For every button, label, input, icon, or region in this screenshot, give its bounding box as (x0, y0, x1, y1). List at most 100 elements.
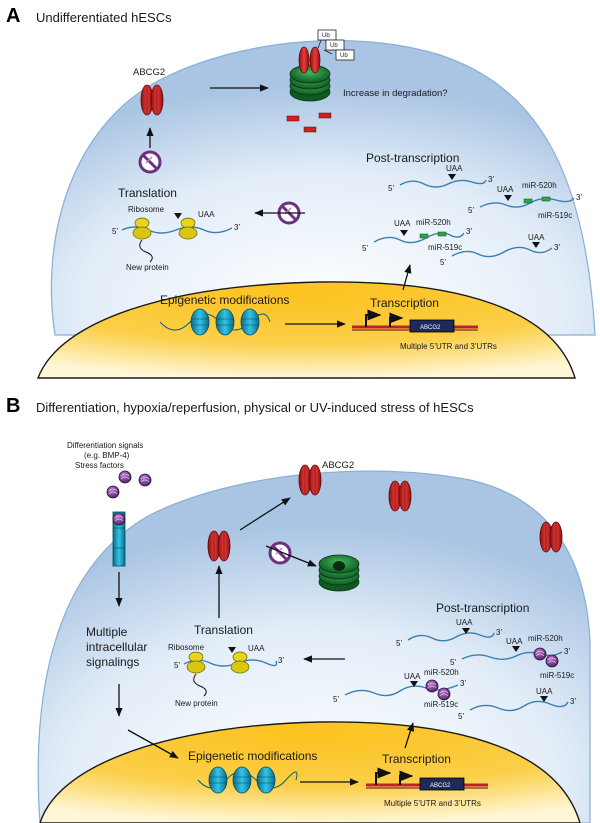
five-prime-a3: 5’ (362, 244, 368, 253)
stop-codon-a2 (504, 195, 512, 201)
ub-label-1: Ub (322, 33, 330, 39)
nascent-peptide-b (193, 673, 207, 697)
mirna-complex-b3-2 (437, 687, 451, 701)
mir519c-b2: miR-519c (540, 671, 574, 680)
inhibited-degradation (265, 541, 317, 567)
cell-membrane-a (50, 40, 596, 336)
three-prime-a4: 3’ (554, 243, 560, 252)
three-prime-ribosome-b: 3’ (278, 656, 284, 665)
signal-molecule-icon-2 (138, 473, 152, 487)
nucleosome-icon-a3 (240, 308, 260, 336)
nucleosome-icon-b3 (256, 766, 276, 794)
transcription-label-a: Transcription (370, 296, 439, 310)
proteasome-icon (289, 64, 331, 102)
multiple-label-2: intracellular (86, 640, 147, 654)
mir520h-b3: miR-520h (424, 668, 459, 677)
ribosome-icon-a1 (132, 217, 152, 240)
three-prime-a3: 3’ (466, 227, 472, 236)
five-prime-a4: 5’ (440, 258, 446, 267)
nucleosome-icon-a1 (190, 308, 210, 336)
stop-codon-marker-b (228, 647, 236, 653)
panel-b-letter: B (6, 395, 20, 417)
new-protein-label-a: New protein (126, 263, 169, 272)
panel-b-title: Differentiation, hypoxia/reperfusion, ph… (36, 400, 474, 415)
mrna-isoform-a4 (451, 246, 553, 258)
epigenetic-label-b: Epigenetic modifications (188, 749, 317, 763)
signals-label-2: (e.g. BMP-4) (84, 451, 130, 460)
five-prime-a1: 5’ (388, 184, 394, 193)
mir520h-a3: miR-520h (416, 218, 451, 227)
five-prime-b2: 5’ (450, 658, 456, 667)
five-prime-b3: 5’ (333, 695, 339, 704)
inhibition-icon-translation (138, 150, 162, 174)
uaa-a3: UAA (394, 219, 411, 228)
nucleosome-icon-b1 (208, 766, 228, 794)
receptor-icon (112, 511, 126, 567)
translation-label-b: Translation (194, 623, 253, 637)
mirna-site-a3-2 (437, 231, 447, 237)
stop-codon-b3 (410, 681, 418, 687)
mir519c-b3: miR-519c (424, 700, 458, 709)
three-prime-a1: 3’ (488, 175, 494, 184)
utrs-label-b: Multiple 5’UTR and 3’UTRs (384, 799, 481, 808)
mirna-site-a3-1 (419, 233, 429, 239)
three-prime-ribosome-a: 3’ (234, 223, 240, 232)
proteasome-icon-b (318, 554, 360, 592)
uaa-b2: UAA (506, 637, 523, 646)
stop-codon-b2 (512, 646, 520, 652)
uaa-b4: UAA (536, 687, 553, 696)
new-protein-label-b: New protein (175, 699, 218, 708)
mrna-isoform-b2 (461, 651, 563, 660)
ubiquitinated-abcg2-icon (298, 46, 321, 74)
uaa-a4: UAA (528, 233, 545, 242)
uaa-b1: UAA (456, 618, 473, 627)
gene-box-b (419, 777, 465, 791)
stop-codon-a3 (400, 230, 408, 236)
stop-codon-marker-a (174, 213, 182, 219)
mrna-isoform-a1 (399, 179, 487, 188)
mirna-complex-b2-2 (545, 654, 559, 668)
signals-label-1: Differentiation signals (67, 441, 143, 450)
mirna-complex-b3-1 (425, 679, 439, 693)
signal-molecule-icon-3 (106, 485, 120, 499)
nucleosome-icon-a2 (215, 308, 235, 336)
nucleus-a (36, 281, 576, 379)
five-prime-b4: 5’ (458, 712, 464, 721)
arrow-to-epigenetic-b (127, 729, 179, 759)
arrow-to-membrane-b (239, 497, 291, 531)
uaa-a2: UAA (497, 185, 514, 194)
stop-codon-b1 (462, 628, 470, 634)
stress-label: Stress factors (75, 461, 124, 470)
tss-arrow-b2 (399, 770, 414, 785)
inhibition-icon-degradation (268, 541, 292, 565)
post-transcription-label-b: Post-transcription (436, 601, 529, 615)
uaa-b3: UAA (404, 672, 421, 681)
abcg2-label-a: ABCG2 (133, 67, 165, 78)
nucleosome-icon-b2 (232, 766, 252, 794)
arrow-transcription-to-mrna-a (402, 264, 412, 291)
three-prime-a2: 3’ (576, 193, 582, 202)
five-prime-b1: 5’ (396, 639, 402, 648)
mir519c-a2: miR-519c (538, 211, 572, 220)
signal-molecule-icon-1 (118, 470, 132, 484)
five-prime-a2: 5’ (468, 206, 474, 215)
ribosome-icon-b1 (186, 651, 206, 674)
stop-codon-b4 (540, 696, 548, 702)
gene-label-a: ABCG2 (420, 325, 441, 331)
stop-codon-a4 (532, 242, 540, 248)
mir520h-a2: miR-520h (522, 181, 557, 190)
ub-label-3: Ub (340, 53, 348, 59)
ribosome-label-a: Ribosome (128, 205, 165, 214)
arrow-transcription-to-mrna-b (404, 722, 414, 749)
tss-arrow-a2 (389, 312, 404, 327)
ub-label-2: Ub (330, 43, 338, 49)
nucleus-b (39, 721, 581, 823)
nascent-peptide-a (139, 239, 153, 263)
translation-label-a: Translation (118, 186, 177, 200)
bound-ligand-icon (112, 512, 126, 526)
gene-label-b: ABCG2 (430, 783, 451, 789)
three-prime-b1: 3’ (496, 628, 502, 637)
arrow-to-proteasome-b (265, 545, 317, 567)
panel-a-letter: A (6, 5, 20, 27)
ribosome-label-b: Ribosome (168, 643, 205, 652)
